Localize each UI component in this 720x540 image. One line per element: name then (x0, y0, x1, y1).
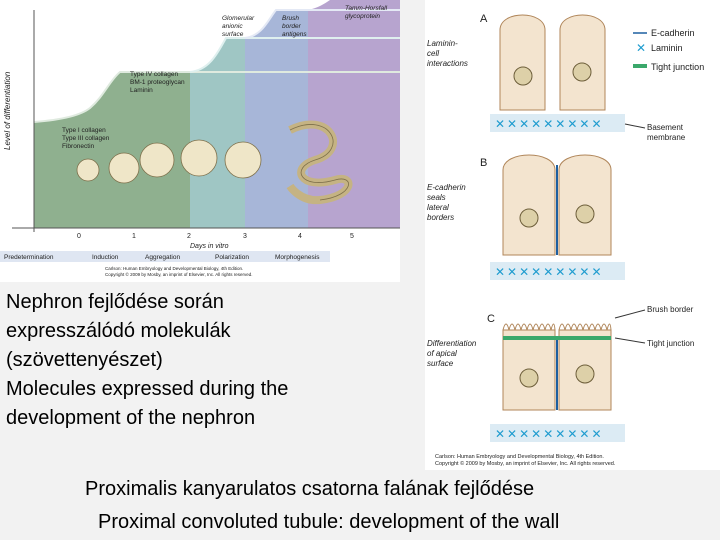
caption-line-3: (szövettenyészet) (6, 346, 416, 375)
legend-tight-junction: Tight junction (651, 62, 704, 72)
x-tick-5: 5 (350, 233, 354, 240)
x-tick-labels: 0 1 2 3 4 5 (77, 233, 354, 240)
caption-line-2: expresszálódó molekulák (6, 317, 416, 346)
x-tick-0: 0 (77, 233, 81, 240)
differentiation-chart: Level of differentiation 0 1 2 3 4 5 Day… (0, 0, 400, 282)
left-credit-2: Copyright © 2009 by Mosby, an imprint of… (105, 271, 253, 277)
right-credit-2: Copyright © 2009 by Mosby, an imprint of… (435, 460, 616, 467)
panel-letter-b: B (480, 157, 487, 169)
bottom-title-english: Proximal convoluted tubule: development … (98, 511, 559, 534)
right-credit-1: Carlson: Human Embryology and Developmen… (435, 454, 604, 460)
x-tick-3: 3 (243, 233, 247, 240)
laminin-row-b: ✕✕✕✕✕✕✕✕✕ (495, 265, 604, 279)
caption: Nephron fejlődése során expresszálódó mo… (6, 288, 416, 433)
legend: E-cadherin ✕ Laminin Tight junction (633, 28, 704, 72)
callout-brush-border: Brush border (647, 305, 694, 314)
panel-a-cells (500, 15, 605, 110)
panel-b-cells (503, 155, 611, 255)
note-b: E-cadherin seals lateral borders (427, 183, 468, 222)
tubule-wall-figure: E-cadherin ✕ Laminin Tight junction A B … (425, 0, 720, 470)
panel-letter-a: A (480, 13, 488, 25)
left-credit-1: Carlson: Human Embryology and Developmen… (105, 266, 243, 271)
x-axis-label: Days in vitro (190, 243, 229, 250)
laminin-row-a: ✕✕✕✕✕✕✕✕✕ (495, 117, 604, 131)
note-a: Laminin- cell interactions (427, 39, 468, 68)
stage-polarization: Polarization (215, 254, 249, 261)
x-tick-1: 1 (132, 233, 136, 240)
legend-e-cadherin: E-cadherin (651, 28, 695, 38)
caption-line-1: Nephron fejlődése során (6, 288, 416, 317)
y-axis-label: Level of differentiation (3, 71, 12, 150)
laminin-icon: ✕ (636, 41, 646, 55)
stage-predetermination: Predetermination (4, 254, 54, 261)
x-tick-4: 4 (298, 233, 302, 240)
bottom-title-hungarian: Proximalis kanyarulatos csatorna falának… (85, 478, 534, 501)
legend-laminin: Laminin (651, 43, 683, 53)
callout-basement-membrane: Basement membrane (647, 123, 686, 142)
caption-line-4: Molecules expressed during the (6, 375, 416, 404)
panel-c-cells (503, 324, 611, 410)
panel-letter-c: C (487, 313, 495, 325)
tubule-wall-diagram: E-cadherin ✕ Laminin Tight junction A B … (425, 0, 720, 470)
stage-induction: Induction (92, 254, 119, 261)
x-tick-2: 2 (187, 233, 191, 240)
caption-line-5: development of the nephron (6, 404, 416, 433)
differentiation-figure: Level of differentiation 0 1 2 3 4 5 Day… (0, 0, 400, 282)
callout-tight-junction: Tight junction (647, 339, 694, 348)
note-c: Differentiation of apical surface (427, 339, 479, 368)
stage-morphogenesis: Morphogenesis (275, 254, 320, 261)
stage-aggregation: Aggregation (145, 254, 180, 261)
laminin-row-c: ✕✕✕✕✕✕✕✕✕ (495, 427, 604, 441)
